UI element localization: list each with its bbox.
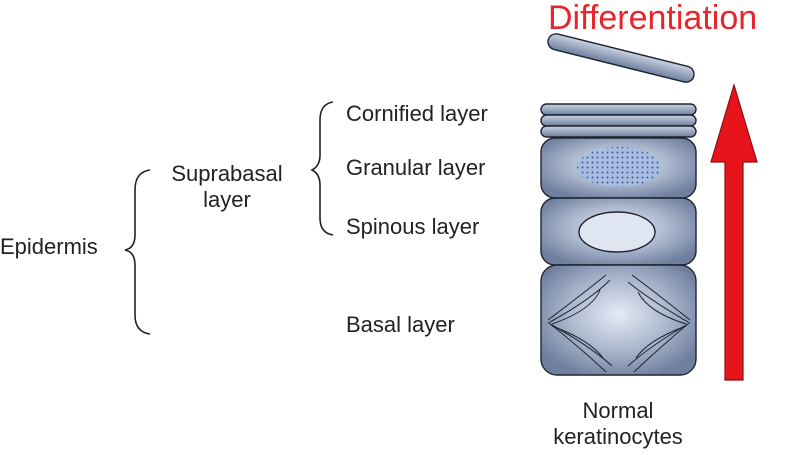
basal-layer-label: Basal layer (346, 312, 455, 337)
differentiation-arrow (710, 82, 758, 381)
spinous-layer-label: Spinous layer (346, 214, 480, 239)
granular-layer-label: Granular layer (346, 155, 486, 180)
suprabasal-label: Suprabasal layer (152, 161, 302, 213)
suprabasal-label-line1: Suprabasal (171, 161, 283, 186)
cornified-layer-label: Cornified layer (346, 101, 488, 126)
cornified-plate (540, 114, 697, 127)
cell-caption: Normal keratinocytes (548, 398, 688, 450)
basal-cell (540, 264, 697, 376)
cell-caption-line1: Normal (582, 398, 654, 423)
keratin-filaments (547, 274, 691, 373)
cornified-flake-top (547, 33, 695, 83)
spinous-nucleus (578, 211, 656, 253)
epidermis-label: Epidermis (0, 234, 98, 259)
epidermis-brace (124, 169, 151, 335)
cornified-plate (540, 125, 697, 138)
cornified-plate (540, 103, 697, 116)
cell-caption-line2: keratinocytes (553, 424, 683, 449)
differentiation-title: Differentiation (548, 0, 758, 37)
suprabasal-label-line2: layer (203, 187, 251, 212)
keratohyalin-granules (577, 147, 661, 187)
suprabasal-brace (310, 101, 334, 236)
